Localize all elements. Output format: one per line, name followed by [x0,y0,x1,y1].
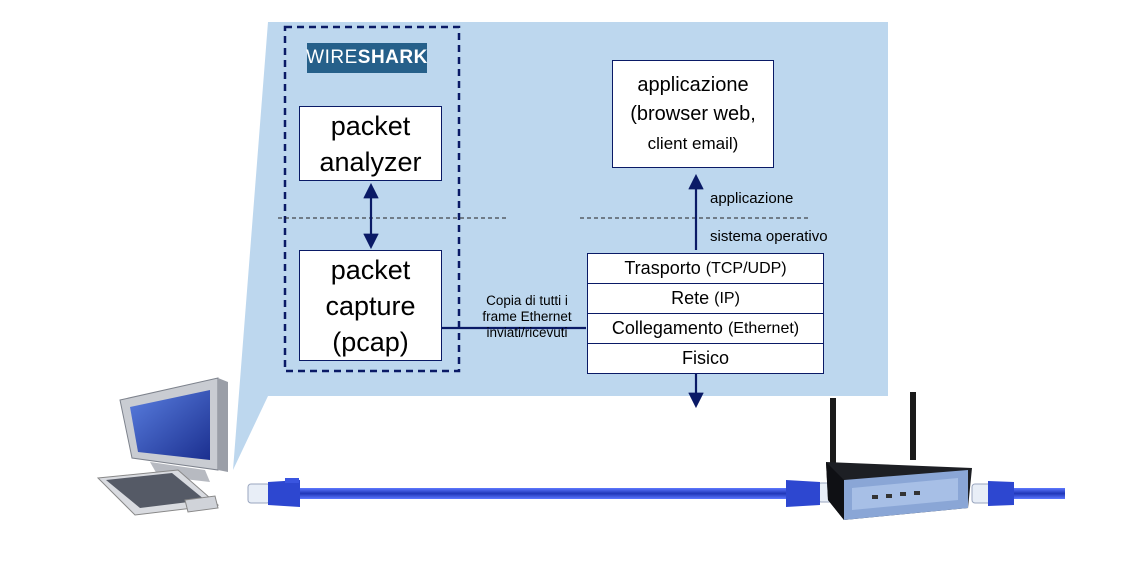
copy-label: Copia di tutti i frame Ethernet inviati/… [468,293,586,341]
packet-capture-box: packet capture (pcap) [299,250,442,361]
packet-capture-line-2: capture [325,290,416,321]
application-line-1: applicazione [637,73,749,96]
physical-name: Fisico [681,348,729,368]
packet-analyzer-box: packet analyzer [299,106,442,181]
stack-layer-transport: Trasporto (TCP/UDP) [587,253,824,284]
zoom-panel [233,22,888,470]
os-layer-label: sistema operativo [710,228,828,245]
copy-line-1: Copia di tutti i [486,293,568,308]
computer-icon [96,377,228,516]
link-detail: (Ethernet) [727,319,800,337]
transport-detail: (TCP/UDP) [705,259,787,277]
logo-prefix: WIRE [306,47,358,68]
stack-layer-link: Collegamento (Ethernet) [587,313,824,344]
router-icon [826,392,972,520]
logo-suffix: SHARK [357,47,428,68]
application-line-3: client email) [647,133,739,153]
packet-capture-line-3: (pcap) [332,326,409,357]
wireshark-container [283,25,461,373]
application-box: applicazione (browser web, client email) [612,60,774,168]
packet-capture-line-1: packet [330,254,411,285]
link-name: Collegamento [611,318,723,338]
packet-analyzer-line-1: packet [330,110,411,141]
app-layer-label: applicazione [710,190,794,207]
network-detail: (IP) [714,289,740,307]
stack-layer-network: Rete (IP) [587,283,824,314]
transport-name: Trasporto [624,258,701,278]
packet-analyzer-line-2: analyzer [319,146,422,177]
copy-line-2: frame Ethernet [482,309,572,324]
application-line-2: (browser web, [630,102,756,125]
copy-line-3: inviati/ricevuti [486,325,568,340]
stack-layer-physical: Fisico [587,343,824,374]
network-name: Rete [671,288,710,308]
